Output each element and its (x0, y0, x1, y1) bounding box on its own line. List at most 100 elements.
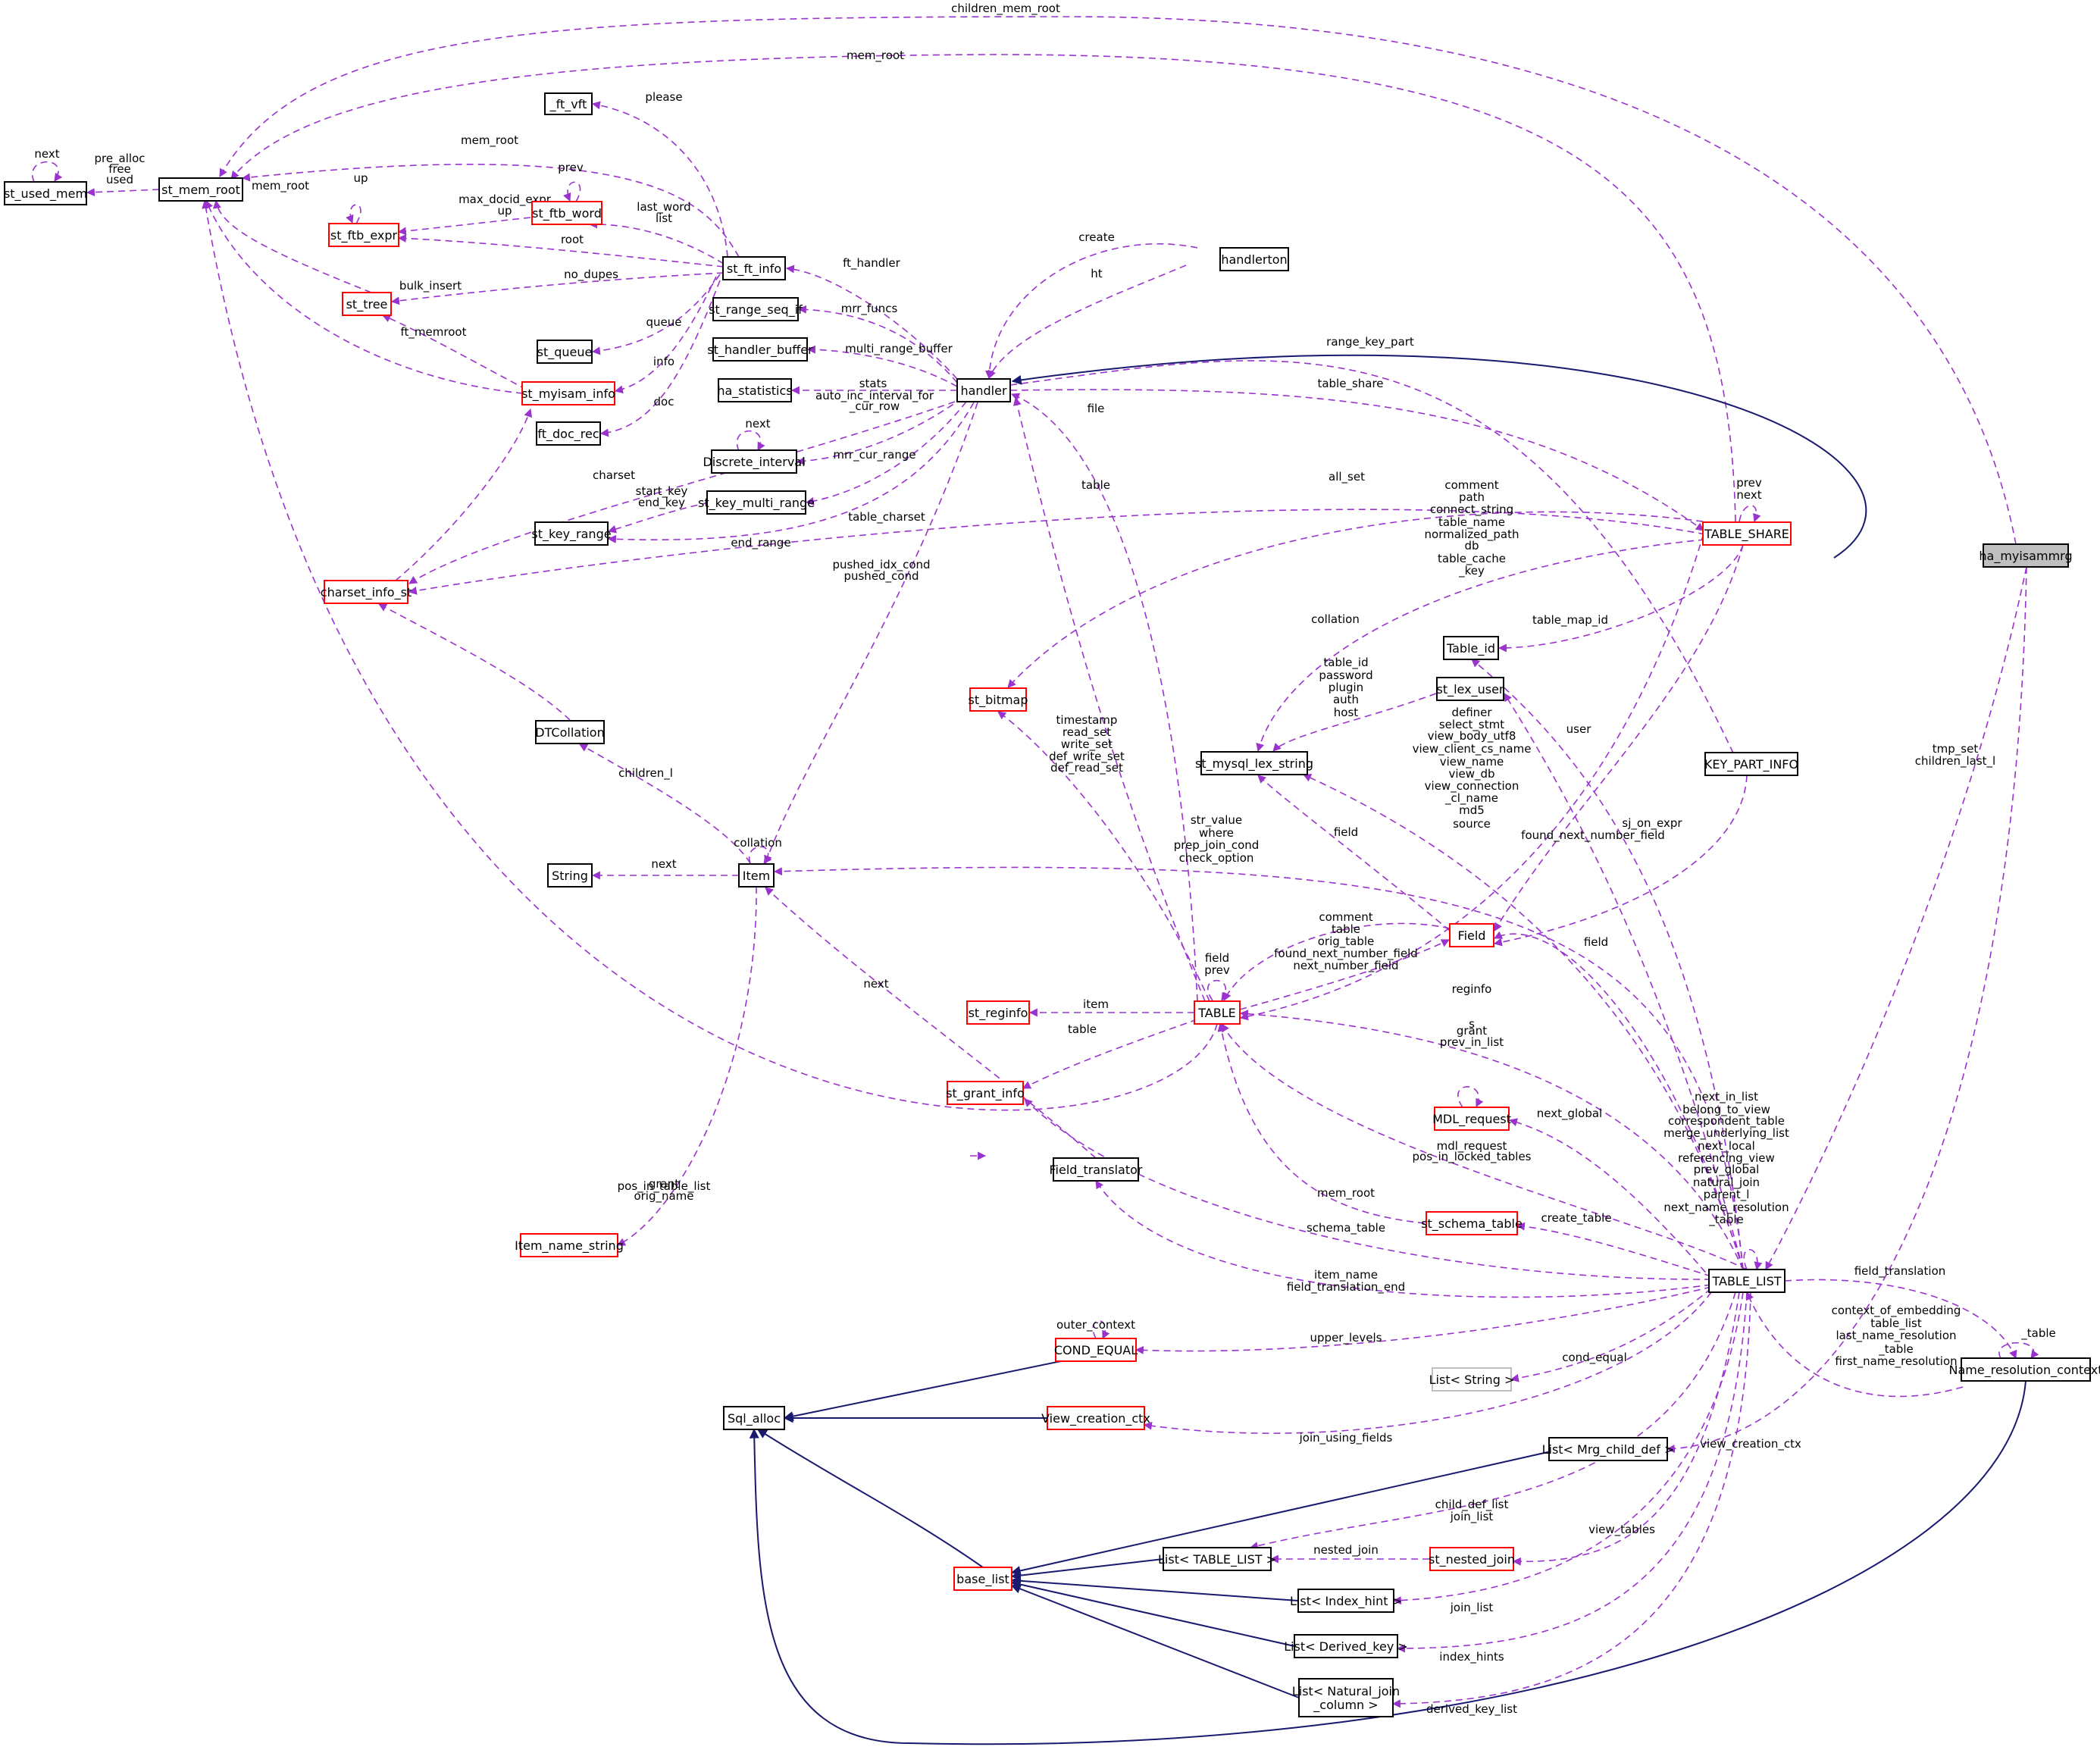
node-st-handler-buffer[interactable]: st_handler_buffer (707, 337, 813, 362)
node-box (520, 1233, 618, 1257)
node-sql-alloc[interactable]: Sql_alloc (723, 1406, 785, 1430)
usage-edge (563, 181, 581, 202)
node-table[interactable]: TABLE (1194, 1000, 1241, 1025)
edge-label: field_translation_end (1287, 1280, 1405, 1294)
node-base-list[interactable]: base_list (953, 1567, 1012, 1591)
usage-edge (1498, 544, 1744, 653)
edge-label: mrr_cur_range (833, 448, 915, 462)
edge-label: _table (1878, 1342, 1914, 1357)
node-st-ft-info[interactable]: st_ft_info (722, 256, 786, 280)
edge-label: next_name_resolution (1663, 1201, 1789, 1215)
node-list-string[interactable]: List< String > (1429, 1367, 1515, 1392)
edge-label: _cl_name (1444, 791, 1498, 806)
usage-edge (1493, 775, 1748, 947)
usage-edge (997, 711, 1210, 1002)
edge-label: path (1459, 490, 1485, 504)
node-box (1708, 1269, 1785, 1293)
usage-edge (32, 161, 63, 183)
edge-label: derived_key_list (1426, 1702, 1517, 1717)
node-view-creation-ctx[interactable]: View_creation_ctx (1041, 1406, 1150, 1430)
node-st-lex-user[interactable]: st_lex_user (1436, 677, 1504, 701)
node-table-id[interactable]: Table_id (1443, 636, 1499, 660)
edge-label: ft_handler (843, 256, 901, 271)
node-st-nested-join[interactable]: st_nested_join (1429, 1547, 1515, 1571)
node-st-key-multi-range[interactable]: st_key_multi_range (698, 490, 815, 515)
node-ha-statistics[interactable]: ha_statistics (717, 378, 793, 402)
usage-edge (1457, 1086, 1484, 1108)
node-list-derived-key[interactable]: List< Derived_key > (1284, 1634, 1408, 1658)
node-label: st_used_mem (4, 186, 87, 202)
node-list-index-hint[interactable]: List< Index_hint > (1290, 1589, 1402, 1613)
node-box (534, 521, 609, 546)
edge-label: used (106, 173, 133, 186)
node-mdl-request[interactable]: MDL_request (1432, 1107, 1511, 1131)
node-dtcollation[interactable]: DTCollation (535, 720, 605, 744)
edge-label: next (863, 977, 888, 991)
edge-label: mem_root (1317, 1186, 1375, 1201)
usage-edge (408, 509, 1706, 595)
node-charset-info-st[interactable]: charset_info_st (321, 580, 412, 604)
usage-edge (1239, 533, 1704, 1021)
node-st-schema-table[interactable]: st_schema_table (1421, 1211, 1523, 1235)
node-list-mrg-child-def[interactable]: List< Mrg_child_def > (1542, 1437, 1675, 1461)
node-cond-equal[interactable]: COND_EQUAL (1054, 1338, 1138, 1362)
node-st-ftb-word[interactable]: st_ftb_word (531, 201, 602, 225)
edge-label: next_global (1537, 1107, 1602, 1121)
edge-label: field (1334, 825, 1358, 839)
node-field[interactable]: Field (1449, 923, 1494, 947)
node-ft-doc-rec[interactable]: ft_doc_rec (536, 421, 601, 446)
node-st-mysql-lex-string[interactable]: st_mysql_lex_string (1195, 751, 1313, 775)
node-st-range-seq-if[interactable]: st_range_seq_if (709, 297, 803, 321)
node-string[interactable]: String (547, 863, 593, 888)
edge-label: end_range (731, 536, 790, 550)
edge-label: parent_l (1704, 1188, 1750, 1202)
edge-label: view_body_utf8 (1428, 729, 1516, 744)
node-label: TABLE (1197, 1006, 1235, 1020)
node-field-translator[interactable]: Field_translator (1050, 1157, 1143, 1182)
node-label: Field (1458, 928, 1486, 943)
node-key-part-info[interactable]: KEY_PART_INFO (1704, 752, 1798, 776)
node-st-myisam-info[interactable]: st_myisam_info (521, 381, 615, 405)
node-handlerton[interactable]: handlerton (1219, 247, 1289, 271)
node-box (1053, 1157, 1139, 1182)
usage-edge (1207, 980, 1230, 1001)
node--ft-vft[interactable]: _ft_vft (544, 92, 593, 115)
node-ha-myisammrg[interactable]: ha_myisammrg (1979, 543, 2073, 568)
edge-label: queue (646, 315, 682, 329)
node-box (1434, 1107, 1510, 1131)
node-item[interactable]: Item (738, 863, 775, 888)
node-st-mem-root[interactable]: st_mem_root (158, 177, 243, 202)
node-box (544, 92, 593, 115)
usage-edge (205, 199, 524, 394)
node-st-key-range[interactable]: st_key_range (531, 521, 612, 546)
node-table-share[interactable]: TABLE_SHARE (1702, 521, 1792, 546)
edge-label: table_list (1870, 1316, 1922, 1331)
node-item-name-string[interactable]: Item_name_string (515, 1233, 624, 1257)
edge-label: mdl_request (1437, 1139, 1507, 1154)
edge-label: prev (1736, 476, 1762, 490)
node-discrete-interval[interactable]: Discrete_interval (703, 449, 806, 474)
node-handler[interactable]: handler (956, 378, 1011, 402)
node-label: MDL_request (1432, 1112, 1511, 1127)
node-label: List< Index_hint > (1290, 1594, 1402, 1609)
node-list-table-list[interactable]: List< TABLE_LIST > (1158, 1547, 1276, 1571)
node-st-grant-info[interactable]: st_grant_info (946, 1081, 1025, 1105)
edge-label: view_connection (1425, 779, 1519, 794)
edge-label: next (651, 857, 676, 871)
node-list-natural-join-column[interactable]: List< Natural_join_column > (1292, 1678, 1400, 1717)
edge-label: check_option (1179, 851, 1254, 866)
node-label: KEY_PART_INFO (1704, 757, 1798, 772)
node-name-resolution-context[interactable]: Name_resolution_context (1949, 1357, 2100, 1382)
node-label: st_lex_user (1437, 682, 1504, 697)
node-st-ftb-expr[interactable]: st_ftb_expr (328, 223, 399, 247)
node-st-used-mem[interactable]: st_used_mem (4, 181, 87, 205)
node-st-tree[interactable]: st_tree (342, 292, 392, 316)
edge-label: pushed_cond (843, 569, 919, 584)
usage-edge (381, 314, 527, 390)
node-st-queue[interactable]: st_queue (537, 340, 593, 364)
node-st-reginfo[interactable]: st_reginfo (966, 1000, 1030, 1025)
edge-label: pre_alloc (94, 152, 145, 166)
edge-label: file (1088, 402, 1105, 415)
node-st-bitmap[interactable]: st_bitmap (968, 687, 1028, 712)
node-table-list[interactable]: TABLE_LIST (1708, 1269, 1785, 1293)
